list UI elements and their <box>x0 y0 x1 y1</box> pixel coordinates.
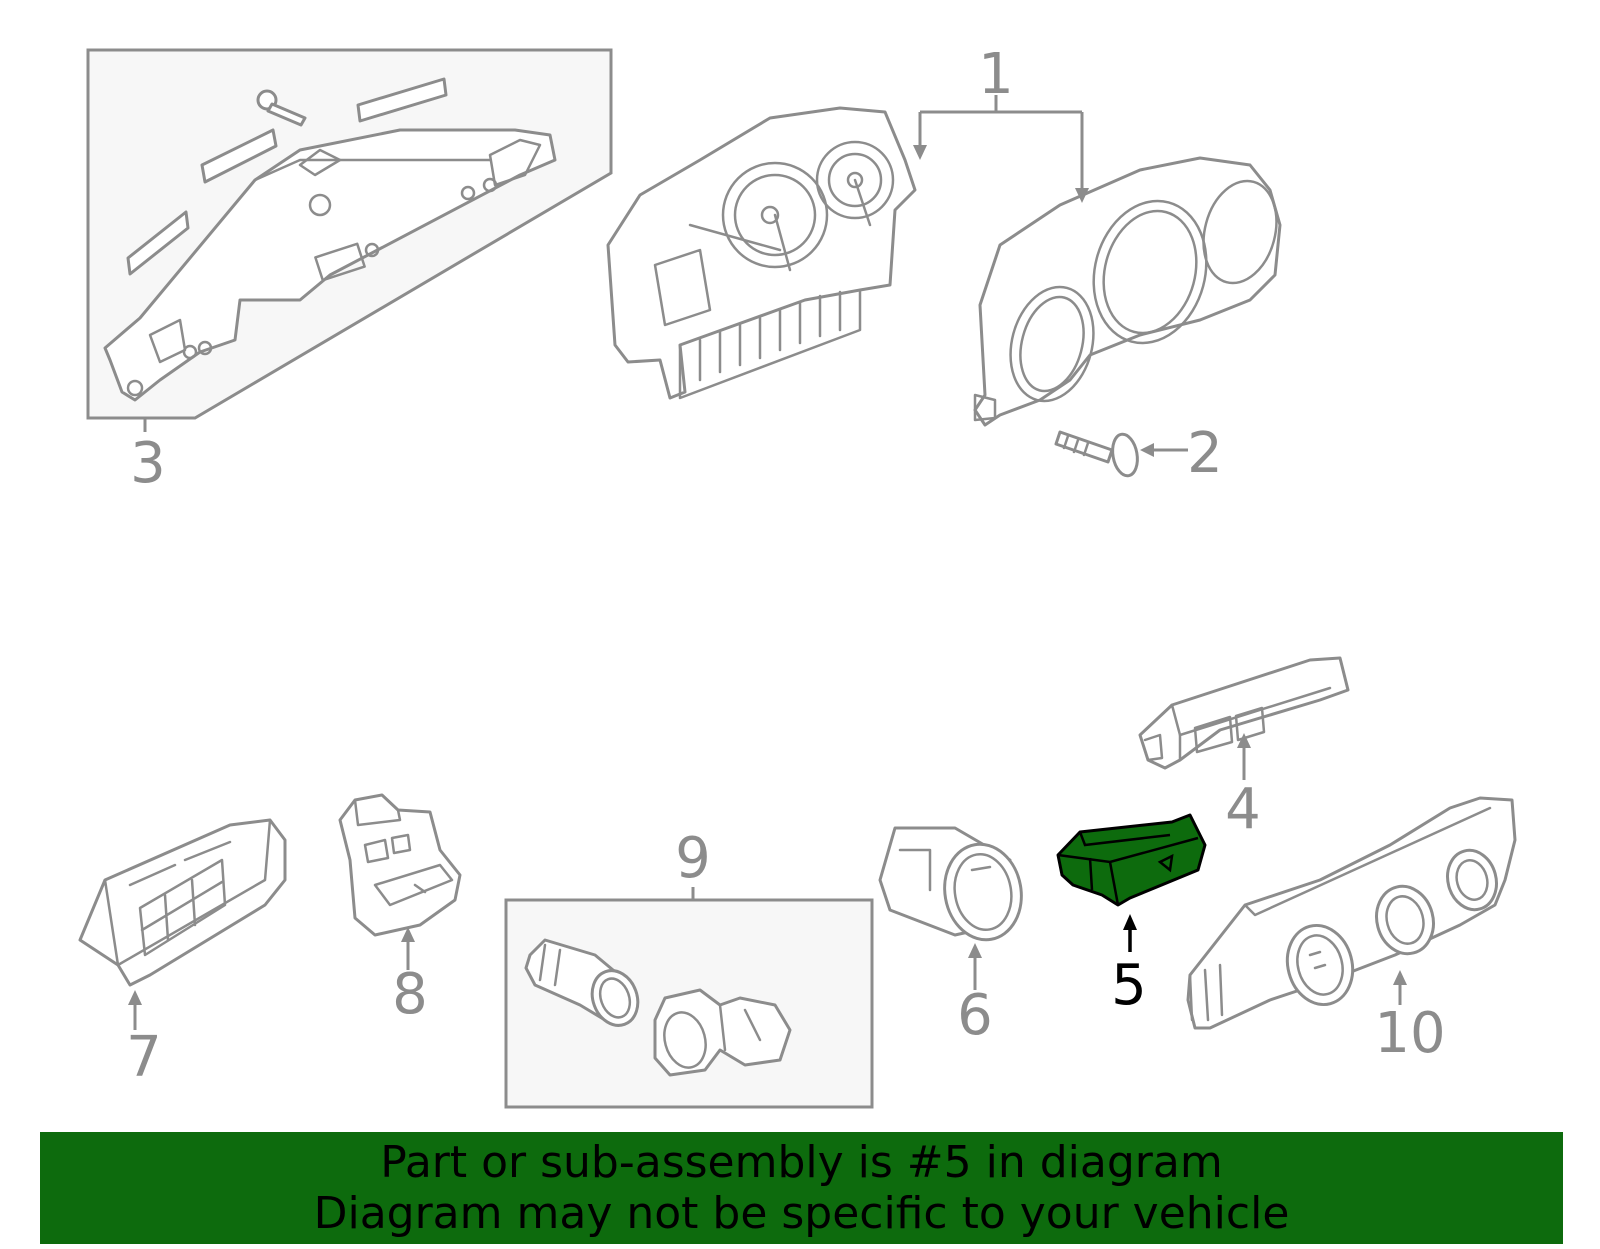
part-3-bracket-assembly[interactable] <box>86 48 613 420</box>
part-3-tag <box>356 77 448 123</box>
part-5-hazard-switch[interactable] <box>1056 813 1207 952</box>
callout-number-5: 5 <box>1111 953 1147 1018</box>
part-3-tag <box>126 210 190 276</box>
part-3-tag <box>200 128 278 184</box>
callout-number-1: 1 <box>978 42 1014 107</box>
banner-line-1: Part or sub-assembly is #5 in diagram <box>380 1137 1223 1188</box>
part-2-screw[interactable] <box>1054 430 1188 478</box>
part-3-screw <box>256 89 307 127</box>
callout-number-3: 3 <box>130 431 166 496</box>
callout-number-10: 10 <box>1374 1001 1445 1066</box>
callout-number-4: 4 <box>1225 777 1261 842</box>
callout-number-9: 9 <box>675 826 711 891</box>
part-6-arrowhead <box>968 943 982 958</box>
part-7-switch-block[interactable] <box>78 818 287 1030</box>
part-4-arrowhead <box>1237 733 1251 748</box>
part-8-arrowhead <box>401 927 415 942</box>
part-9-lighter-assembly[interactable] <box>504 887 874 1109</box>
callout-number-7: 7 <box>126 1025 162 1090</box>
part-6-power-socket[interactable] <box>878 826 1029 990</box>
part-10-arrowhead <box>1393 970 1407 985</box>
hazard-triangle-icon <box>1157 853 1174 873</box>
callout-number-8: 8 <box>392 962 428 1027</box>
callout-number-2: 2 <box>1187 421 1223 486</box>
part-3-bracket <box>103 128 557 402</box>
info-banner: Part or sub-assembly is #5 in diagram Di… <box>40 1132 1563 1244</box>
part-1-arrowhead <box>913 145 927 160</box>
part-1-arrowhead <box>1075 188 1089 203</box>
part-1-leader-line <box>918 95 1084 190</box>
part-5-switch-body <box>1056 813 1207 907</box>
callout-number-6: 6 <box>957 983 993 1048</box>
part-5-arrowhead <box>1123 914 1137 930</box>
part-10-climate-control[interactable] <box>1186 796 1517 1030</box>
part-2-arrowhead <box>1140 443 1154 457</box>
part-4-switch-panel[interactable] <box>1138 656 1350 780</box>
part-7-arrowhead <box>128 990 142 1005</box>
part-1-instrument-cluster[interactable] <box>606 95 1287 427</box>
part-8-switch[interactable] <box>338 793 462 970</box>
banner-line-2: Diagram may not be specific to your vehi… <box>313 1188 1290 1239</box>
part-1-cluster-front-bezel <box>973 156 1282 427</box>
